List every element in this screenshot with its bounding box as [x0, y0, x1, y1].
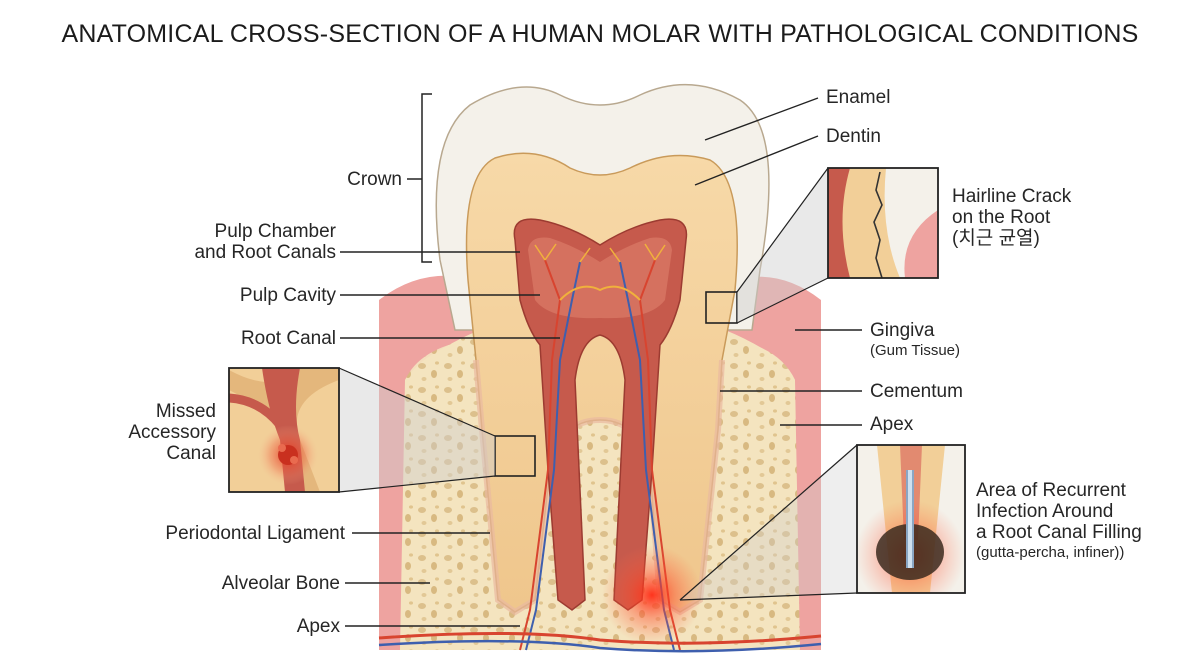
leader-lines-right — [694, 97, 862, 426]
label-enamel: Enamel — [826, 87, 891, 108]
label-dentin: Dentin — [826, 126, 881, 147]
label-gingiva: Gingiva — [870, 320, 935, 341]
label-recurrent-infection: Area of Recurrent Infection Around a Roo… — [976, 480, 1142, 543]
label-pulp-chamber: Pulp Chamber and Root Canals — [194, 221, 336, 263]
label-apex-right: Apex — [870, 414, 914, 435]
gingiva — [379, 275, 480, 650]
label-pulp-cavity: Pulp Cavity — [239, 285, 336, 306]
label-hairline-crack: Hairline Crack on the Root (치근 균열) — [952, 186, 1072, 249]
label-root-canal: Root Canal — [240, 328, 336, 349]
label-missed-accessory-canal: Missed Accessory Canal — [128, 401, 216, 464]
recurrent-infection-inset — [857, 445, 965, 593]
hairline-crack-inset — [828, 168, 938, 278]
infection-glow — [602, 545, 702, 645]
label-cementum: Cementum — [870, 381, 963, 402]
leader-lines-left — [340, 251, 560, 627]
label-crown: Crown — [347, 169, 402, 190]
page-title: ANATOMICAL CROSS-SECTION OF A HUMAN MOLA… — [61, 20, 1139, 48]
label-gingiva-sub: (Gum Tissue) — [870, 342, 961, 359]
label-alveolar-bone: Alveolar Bone — [221, 573, 340, 594]
missed-accessory-canal-inset — [229, 368, 339, 492]
crown-bracket — [421, 93, 432, 263]
crack-marker — [705, 291, 738, 324]
label-apex-left: Apex — [296, 616, 340, 637]
label-periodontal-ligament: Periodontal Ligament — [165, 523, 345, 544]
accessory-canal-marker — [494, 435, 536, 477]
gingiva-right — [725, 276, 821, 650]
label-recurrent-infection-sub: (gutta-percha, infiner)) — [976, 544, 1125, 561]
